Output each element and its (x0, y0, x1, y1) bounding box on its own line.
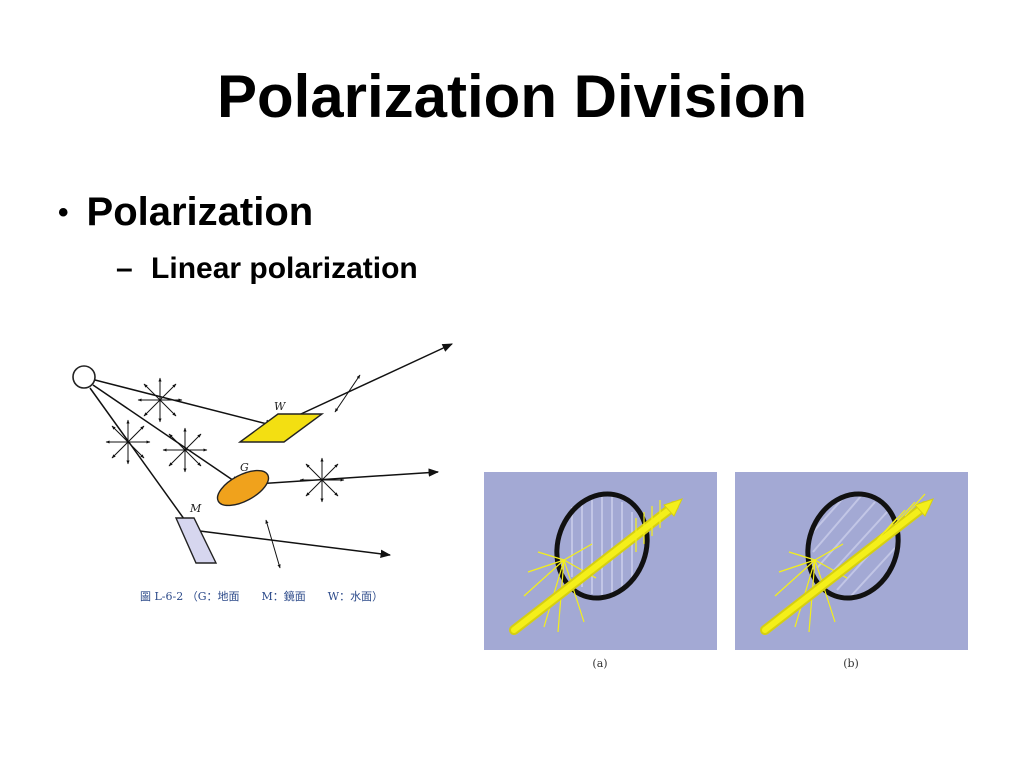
bullet-linear-polarization-text: Linear polarization (151, 252, 418, 285)
polarizer-panel-a (484, 472, 717, 650)
panel-a-polarized-rays (635, 500, 661, 552)
polarization-arrow-mirror-icon (265, 519, 281, 569)
starburst-4-icon (299, 457, 345, 503)
panel-a-beam-arrow-icon (663, 498, 683, 517)
starburst-3-icon (162, 427, 208, 473)
panel-b-polarizer-ring-icon (805, 491, 901, 601)
polarized-arrows (265, 374, 361, 569)
ground-surface-icon (216, 469, 270, 507)
bullet-dash-icon: – (116, 252, 133, 285)
bullet-polarization-text: Polarization (86, 190, 314, 234)
panel-a-label: (a) (592, 657, 608, 670)
light-source-icon (72, 365, 96, 389)
panel-a-polarizer-ring-icon (554, 491, 650, 601)
bullet-polarization: • Polarization (58, 190, 313, 235)
starburst-1-icon (137, 377, 183, 423)
incident-rays (89, 343, 453, 558)
label-g: G (240, 461, 249, 474)
label-w: W (274, 400, 287, 413)
starburst-2-icon (105, 419, 151, 465)
bullet-linear-polarization: – Linear polarization (116, 252, 418, 286)
label-m: M (189, 502, 202, 515)
reflection-polarization-figure: W G M 圖 (72, 343, 453, 603)
panel-b-label: (b) (843, 657, 859, 670)
slide-title: Polarization Division (216, 63, 808, 130)
panel-b-polarized-rays (876, 493, 926, 541)
figure-caption: 圖 L-6-2 （G：地面 M：鏡面 W：水面） (140, 589, 383, 603)
panel-a-filter-lines (571, 494, 633, 598)
bullet-dot-icon: • (58, 195, 69, 229)
polarizer-panel-b (735, 472, 968, 650)
unpolarized-starbursts (105, 377, 345, 503)
panel-b-beam-arrow-icon (914, 498, 934, 517)
mirror-surface-icon (174, 517, 218, 564)
water-surface-icon (237, 413, 325, 443)
polarization-arrow-water-icon (334, 374, 361, 413)
